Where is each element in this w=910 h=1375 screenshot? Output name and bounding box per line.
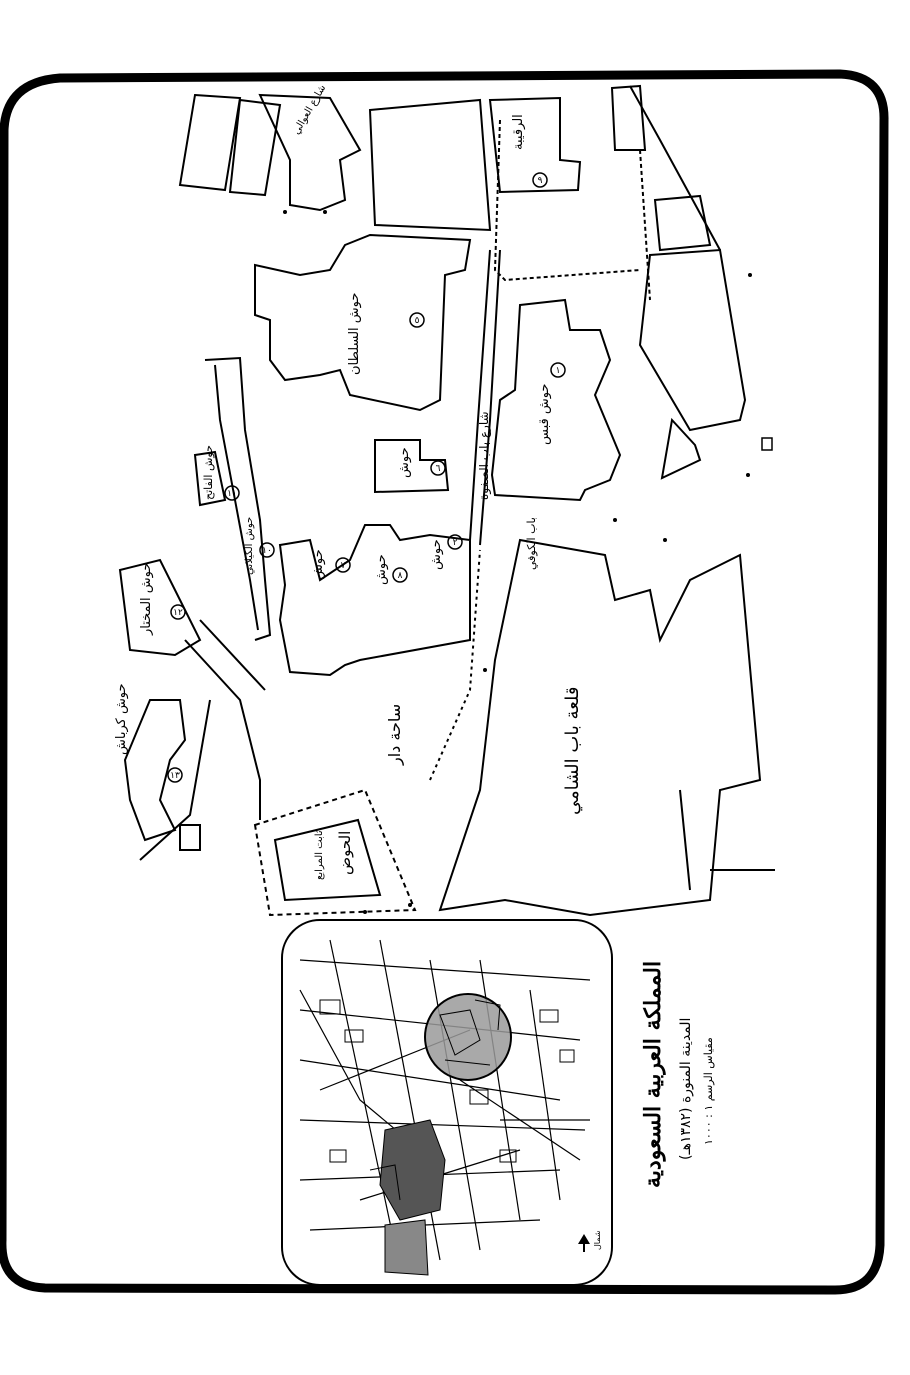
number-6: ٦ — [436, 464, 441, 474]
castle-block — [438, 538, 762, 917]
block-5 — [254, 233, 472, 412]
block-top-left-1 — [258, 93, 362, 212]
label-block-12: حوش المختار — [139, 563, 154, 636]
north-arrow-icon — [578, 1234, 590, 1252]
label-block-5: حوش السلطان — [347, 293, 362, 375]
southeast-strip — [679, 789, 775, 891]
top-right-strip — [610, 84, 647, 151]
map-frame — [0, 69, 889, 1295]
label-basin: الحوض — [336, 831, 354, 875]
number-11: ١١ — [227, 489, 237, 499]
main-road-line-1 — [469, 249, 491, 541]
top-corner — [629, 85, 721, 251]
west-wall — [204, 356, 272, 641]
number-9: ٩ — [538, 176, 543, 186]
inset-frame — [281, 919, 613, 1286]
number-12: ١٢ — [173, 608, 183, 618]
map-scale: مقياس الرسم ١ : ١٠٠٠ — [702, 1037, 715, 1145]
label-street-top: شارع العوالي — [291, 83, 328, 136]
label-block-2: حوش — [429, 539, 444, 570]
block-11 — [193, 450, 227, 507]
block-top-left-2 — [178, 93, 242, 192]
basin-outer — [253, 788, 417, 917]
inset-old-city — [319, 999, 575, 1276]
label-block-7: حوش — [311, 549, 326, 580]
label-street-main: شارع باب الصفوة — [477, 411, 492, 500]
label-block-11: حوش الفاتح — [202, 445, 215, 500]
label-block-13: حوش كرباش — [114, 683, 129, 755]
number-5: ٥ — [415, 316, 420, 326]
dashed-line-3 — [429, 549, 481, 781]
main-road-line-2 — [479, 249, 501, 546]
block-13 — [123, 699, 187, 842]
number-13: ١٣ — [170, 771, 180, 781]
gate-structure — [660, 417, 702, 480]
label-block-10: حوش الكيلاني — [244, 517, 255, 575]
label-square: ساحة دار — [385, 704, 405, 766]
city-plan — [118, 84, 775, 917]
survey-dots — [283, 210, 752, 914]
dashed-line-2 — [639, 149, 651, 301]
label-gate: باب الكوفي — [525, 517, 538, 570]
inset-study-area-detail — [439, 999, 501, 1066]
block-1 — [490, 298, 622, 502]
number-8: ٨ — [398, 571, 403, 581]
map-title: المملكة العربية السعودية — [640, 961, 666, 1188]
label-basin-sub: ثابت المرابع — [314, 830, 325, 880]
block-top-left-3 — [228, 98, 282, 197]
southwest-wall — [139, 699, 211, 861]
block-6 — [374, 439, 450, 494]
number-2: ٢ — [453, 538, 458, 548]
inset-study-area — [424, 993, 512, 1081]
number-markers — [167, 172, 566, 783]
label-block-8: حوش — [374, 554, 389, 585]
basin-inner — [273, 818, 382, 902]
label-block-9: الرقيبة — [511, 114, 526, 150]
number-7: ٧ — [341, 561, 346, 571]
label-block-1: حوش قبس — [537, 384, 552, 445]
title-block: المملكة العربية السعودية المدينة المنورة… — [640, 961, 715, 1188]
east-strip — [638, 248, 747, 432]
block-9 — [488, 96, 582, 194]
number-10: ١٠ — [262, 546, 272, 556]
block-top-edge — [368, 98, 492, 232]
map-subtitle: المدينة المنورة (١٣٨٢هـ) — [678, 1018, 694, 1160]
north-label: شمال — [593, 1230, 602, 1250]
block-12 — [118, 558, 202, 657]
number-1: ١ — [556, 366, 561, 376]
label-castle: قلعة باب الشامي — [562, 687, 583, 815]
dashed-line-1 — [493, 119, 641, 282]
road-edge-2 — [199, 619, 266, 691]
southwest-building — [179, 824, 201, 851]
label-block-6: حوش — [397, 447, 412, 478]
east-strip-2 — [653, 194, 712, 252]
marker-square — [761, 437, 773, 451]
inset-map: شمال — [281, 919, 613, 1286]
road-edge-west — [184, 639, 261, 820]
